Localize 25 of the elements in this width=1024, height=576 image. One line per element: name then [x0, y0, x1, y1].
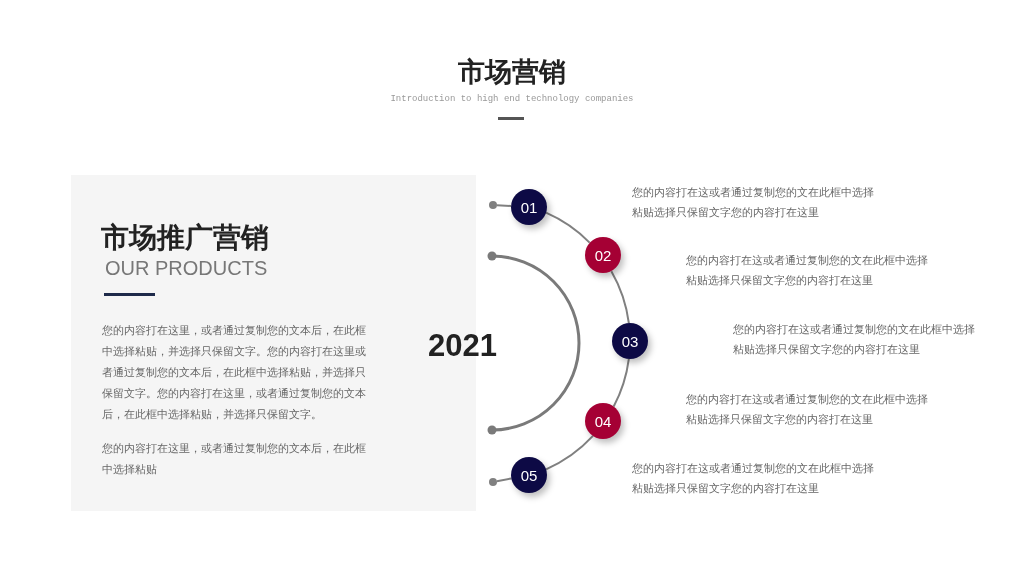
subtitle: Introduction to high end technology companies — [389, 94, 635, 104]
number-circle: 01 — [511, 189, 547, 225]
end-dot — [489, 478, 497, 486]
connector-arc — [545, 211, 591, 244]
number-circle: 04 — [585, 403, 621, 439]
description-text: 您的内容打在这或者通过复制您的文在此框中选择粘贴选择只保留文字您的内容打在这里 — [686, 392, 929, 427]
year-label: 2021 — [428, 328, 497, 364]
number-circle: 03 — [612, 323, 648, 359]
paragraph: 您的内容打在这里，或者通过复制您的文本后，在此框中选择粘贴 — [102, 441, 367, 477]
description-text: 您的内容打在这或者通过复制您的文在此框中选择粘贴选择只保留文字您的内容打在这里 — [733, 322, 976, 357]
description-text: 您的内容打在这或者通过复制您的文在此框中选择粘贴选择只保留文字您的内容打在这里 — [632, 185, 875, 220]
connector-arc — [496, 204, 513, 207]
title: 市场营销 — [457, 55, 567, 89]
number-circle: 02 — [585, 237, 621, 273]
description-text: 您的内容打在这或者通过复制您的文在此框中选择粘贴选择只保留文字您的内容打在这里 — [686, 253, 929, 288]
heading: 市场推广营销 — [101, 220, 269, 256]
connector-arc — [610, 270, 630, 325]
end-dot — [489, 201, 497, 209]
connector-arc — [612, 357, 630, 408]
connector-arc — [545, 434, 594, 471]
subheading: OUR PRODUCTS — [105, 257, 268, 280]
connector-arc — [495, 477, 513, 483]
paragraph: 您的内容打在这里，或者通过复制您的文本后，在此框中选择粘贴，并选择只保留文字。您的内容打在这里或者通过复制您的文本后，在此框中选择粘贴，并选择只保留文字。您的内容打在这里，或者通过复制您的文本后，在此框中选择粘贴，并选择只保留文字。 — [102, 323, 367, 422]
number-circle: 05 — [511, 457, 547, 493]
description-text: 您的内容打在这或者通过复制您的文在此框中选择粘贴选择只保留文字您的内容打在这里 — [632, 461, 875, 496]
